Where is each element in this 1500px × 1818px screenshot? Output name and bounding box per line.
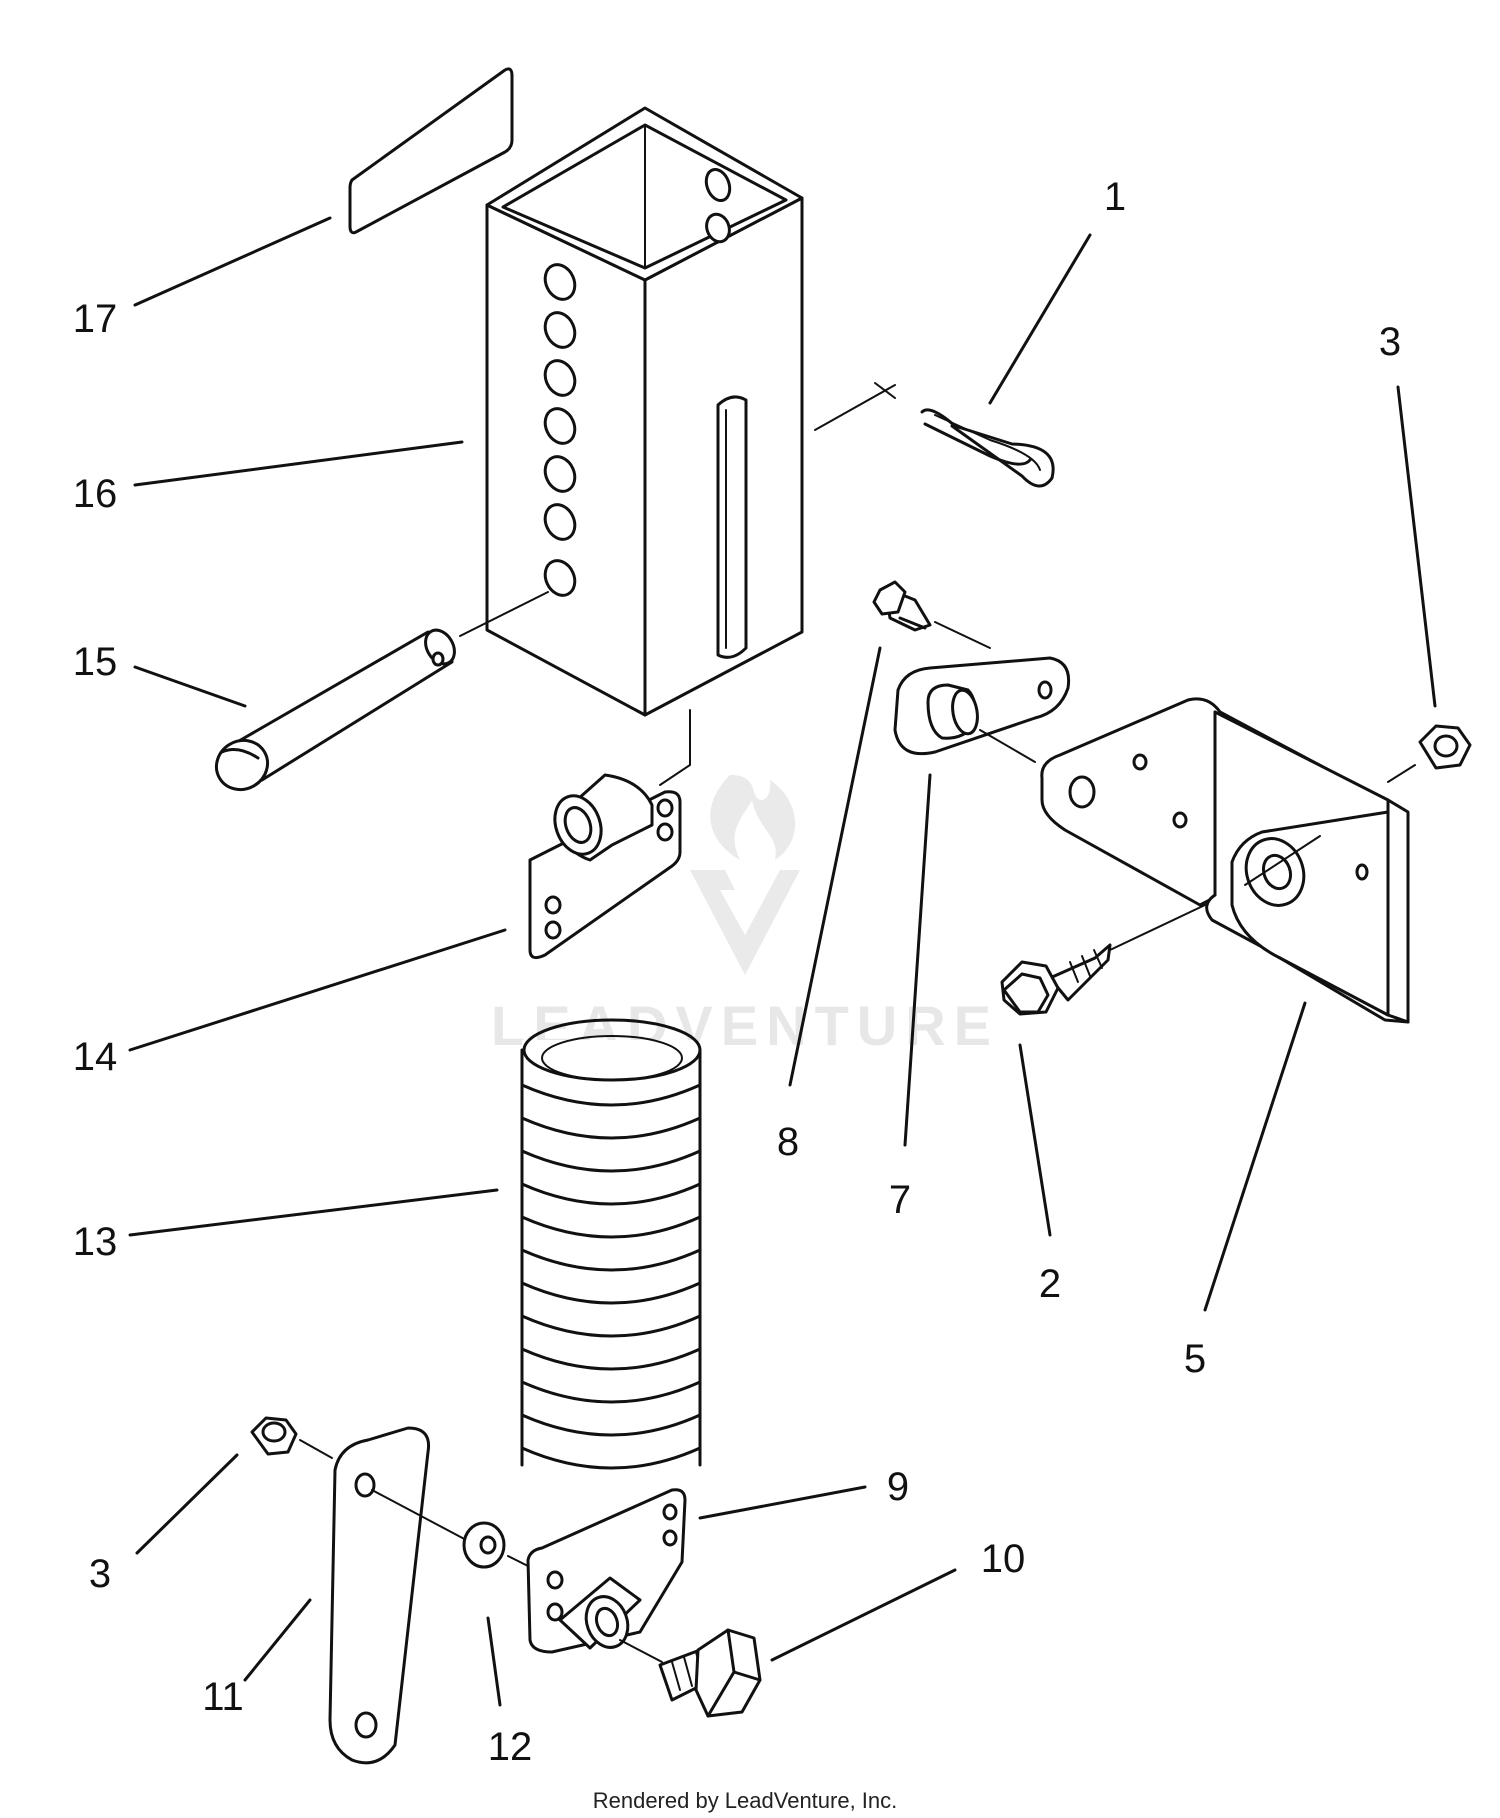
leader-9 <box>698 1485 867 1520</box>
leader-bolt-to-bracket <box>1109 904 1206 951</box>
leader-8 <box>788 646 882 1087</box>
leader-lines <box>128 216 1437 1707</box>
leader-3-top <box>1396 385 1437 708</box>
leader-15 <box>133 665 247 708</box>
leader-7 <box>903 773 932 1147</box>
part-9-bracket <box>526 1488 687 1654</box>
leader-clip-to-tube <box>814 384 896 431</box>
callout-15: 15 <box>73 640 118 684</box>
callout-13: 13 <box>73 1220 118 1264</box>
leader-12 <box>486 1616 502 1707</box>
footer-credit: Rendered by LeadVenture, Inc. <box>593 1788 898 1813</box>
callout-16: 16 <box>73 472 118 516</box>
callout-9: 9 <box>887 1465 909 1509</box>
part-3-nut-top <box>1418 724 1472 770</box>
leader-17 <box>133 216 332 307</box>
part-11-link <box>328 1426 431 1765</box>
watermark-logo: LEADVENTURE <box>491 775 991 1057</box>
callout-8: 8 <box>777 1120 799 1164</box>
part-10-bolt <box>658 1628 762 1718</box>
leader-2 <box>1018 1043 1052 1237</box>
leader-14 <box>128 928 507 1052</box>
part-3-nut-bottom <box>250 1416 298 1456</box>
part-12-washer <box>462 1521 506 1569</box>
part-5-bracket <box>1040 697 1410 1024</box>
callout-11: 11 <box>202 1675 244 1719</box>
callout-14: 14 <box>73 1035 118 1079</box>
leader-10 <box>770 1568 957 1662</box>
part-2-bolt <box>1000 943 1112 1016</box>
callout-2: 2 <box>1039 1262 1061 1306</box>
callout-7: 7 <box>889 1178 911 1222</box>
callout-labels: 1 2 3 3 5 7 8 9 10 11 12 13 14 15 16 17 <box>73 175 1401 1769</box>
leader-5 <box>1203 1001 1307 1312</box>
part-16-tube <box>485 106 804 717</box>
part-7-plate <box>893 656 1071 756</box>
callout-1: 1 <box>1104 175 1126 219</box>
part-15-pin <box>214 628 456 792</box>
part-14-bracket <box>528 709 691 960</box>
leader-pin-to-tube <box>459 591 549 637</box>
part-8-bolt <box>872 580 932 632</box>
callout-3-top: 3 <box>1379 320 1401 364</box>
callout-5: 5 <box>1184 1337 1206 1381</box>
leader-13 <box>128 1188 499 1237</box>
callout-17: 17 <box>73 297 118 341</box>
part-1-hairpin <box>920 408 1055 488</box>
leader-11 <box>243 1598 312 1682</box>
callout-3-bottom: 3 <box>89 1552 111 1596</box>
callout-10: 10 <box>981 1537 1026 1581</box>
leader-1 <box>988 233 1092 405</box>
part-13-spring <box>520 1018 702 1470</box>
callout-12: 12 <box>488 1725 533 1769</box>
part-17-decal <box>348 67 514 235</box>
leader-16 <box>133 440 464 487</box>
leader-3-bottom <box>135 1453 239 1555</box>
